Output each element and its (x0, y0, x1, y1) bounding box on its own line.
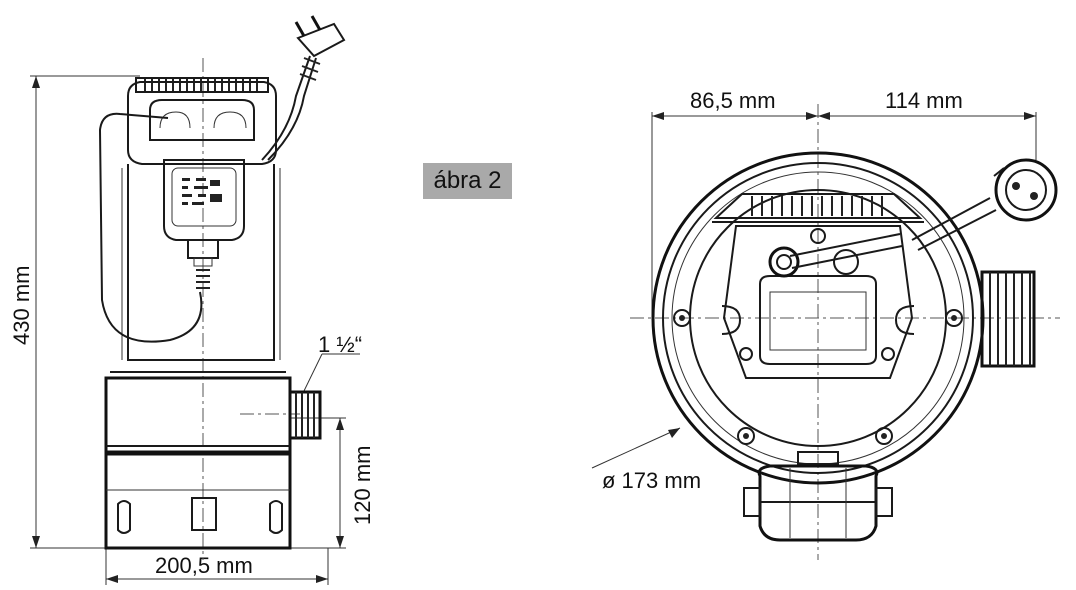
offset-dimensions: 86,5 mm 114 mm (651, 88, 1037, 320)
top-handle (712, 193, 924, 223)
width-dimension: 200,5 mm (105, 548, 329, 585)
pump-handle (127, 77, 277, 165)
top-view: 86,5 mm 114 mm ø 173 mm (591, 88, 1060, 560)
pump-outline-circles (651, 151, 985, 485)
housing-screws (673, 228, 963, 445)
outlet-thread (288, 390, 322, 440)
outlet-annotation: 1 ½“ (302, 332, 362, 394)
height-label: 430 mm (9, 266, 34, 345)
float-switch-box (163, 159, 245, 289)
right-offset-label: 114 mm (885, 88, 963, 113)
bottom-float (743, 451, 893, 542)
height-dimension: 430 mm (9, 75, 140, 549)
pump-base (104, 371, 300, 550)
side-view: 430 mm 120 mm 200,5 mm 1 ½“ (9, 15, 375, 585)
width-label: 200,5 mm (155, 553, 253, 578)
top-power-cord (911, 158, 1058, 251)
base-height-label: 120 mm (350, 446, 375, 525)
power-cord (261, 15, 346, 161)
top-outlet-thread (980, 270, 1036, 368)
inner-housing (721, 225, 915, 379)
left-offset-label: 86,5 mm (690, 88, 776, 113)
cable-glands (768, 233, 903, 278)
figure-label: ábra 2 (423, 163, 512, 199)
motor-housing (121, 164, 281, 361)
float-cable (98, 112, 203, 343)
base-height-dimension: 120 mm (290, 417, 375, 549)
diameter-annotation: ø 173 mm (591, 427, 701, 493)
outlet-label: 1 ½“ (318, 332, 362, 357)
diameter-label: ø 173 mm (602, 468, 701, 493)
